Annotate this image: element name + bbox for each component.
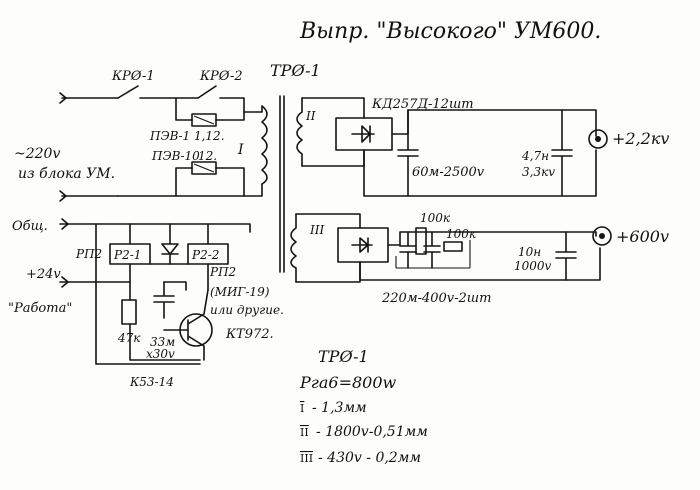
lv-cap3-label-1: 10н [518, 245, 541, 259]
diode-icon [161, 223, 179, 265]
diodes-label: КД257Д-12шт [371, 97, 474, 112]
winding-i-label: I [237, 142, 244, 158]
transformer-tr1: ТРØ-1 I [237, 61, 321, 273]
res-100k-2-icon [443, 241, 463, 252]
spec-row-1-num: I [300, 402, 304, 415]
rp2-label-1: РП2 [75, 247, 102, 261]
lv-cap-1-icon [399, 231, 417, 269]
winding-iii-label: III [309, 223, 324, 237]
relay-alt-label: или другие. [210, 303, 284, 317]
plus24-label: +24v [26, 267, 61, 282]
hv-rectifier-block: II КД257Д-12шт 60м-2500v 4,7н 3,3кv +2,2… [296, 97, 669, 197]
diagram-title: Выпр. "Высокого" УМ600. [299, 19, 601, 44]
work-label: "Работа" [8, 301, 72, 316]
res-47k-icon [121, 299, 137, 325]
lv-cap3-label-2: 1000v [514, 259, 552, 273]
lv-cap-3-icon [555, 231, 577, 281]
hv-output-connector-icon [588, 129, 608, 149]
c33-label: 33м [150, 335, 175, 349]
mains-label-2: из блока УМ. [18, 166, 115, 182]
lv-output-connector-icon [592, 226, 612, 246]
spec-row-2-text: - 1800v-0,51мм [316, 424, 428, 440]
cap-type-label: К53-14 [129, 375, 174, 389]
winding-spec-block: ТРØ-1 Рга6=800w I - 1,3мм II - 1800v-0,5… [299, 347, 428, 466]
spec-power: Рга6=800w [299, 373, 397, 392]
spec-row-2-num: II [300, 426, 309, 439]
spec-row-3-num: III [300, 452, 313, 465]
mains-label-1: ~220v [14, 146, 60, 162]
spec-title: ТРØ-1 [318, 347, 369, 366]
pev2-label: ПЭВ-10 [151, 149, 200, 163]
fuse2-label: 12. [198, 149, 217, 163]
relay-control-block: Общ. Р2-1 Р2-2 РП2 +24v "Работа" РП2 (МИ… [8, 218, 284, 389]
res-100k-1-icon [415, 227, 427, 255]
relay2-label: Р2-2 [191, 248, 219, 262]
lv-cap-main-label: 220м-400v-2шт [381, 291, 491, 306]
hv-cap-1-icon [397, 109, 419, 197]
primary-winding-icon [261, 105, 268, 185]
c33v-label: х30v [146, 347, 175, 361]
relay-type-label: (МИГ-19) [210, 285, 270, 299]
spec-row-1-text: - 1,3мм [312, 400, 367, 416]
hv-cap2-label-1: 4,7н [521, 149, 549, 163]
cap-33m-icon [153, 281, 175, 319]
pev1-label: ПЭВ-1 1,12. [149, 129, 225, 143]
kr2-label: КРØ-2 [199, 69, 243, 84]
winding-ii-icon [296, 97, 303, 167]
kr1-label: КРØ-1 [111, 69, 155, 84]
res-100k-2-label: 100к [446, 227, 477, 241]
kr2-contact-icon [197, 85, 217, 99]
hv-cap-2-icon [551, 109, 573, 197]
lv-rectifier-block: III 100к 100к 10н 1000v +600v 220м-400v-… [290, 211, 669, 306]
transistor-label: КТ972. [225, 327, 274, 342]
hv-output-label: +2,2кv [612, 129, 669, 148]
res-100k-1-label: 100к [420, 211, 451, 225]
hv-cap-label: 60м-2500v [412, 165, 485, 180]
winding-iii-icon [290, 213, 297, 283]
r47k-label: 47к [117, 331, 141, 345]
relay1-label: Р2-1 [113, 248, 141, 262]
spec-row-3-text: - 430v - 0,2мм [318, 450, 421, 466]
mains-input-block: КРØ-1 КРØ-2 ПЭВ-1 1,12. ПЭВ-10 12. ~220v… [14, 69, 263, 202]
lv-output-label: +600v [616, 227, 669, 246]
tr1-label: ТРØ-1 [270, 61, 321, 80]
rp2-label-2: РП2 [209, 265, 236, 279]
common-label: Общ. [12, 219, 48, 234]
kr1-contact-icon [117, 85, 139, 99]
winding-ii-label: II [305, 109, 316, 123]
hv-cap2-label-2: 3,3кv [522, 165, 555, 179]
lv-cap-2-icon [423, 231, 441, 269]
